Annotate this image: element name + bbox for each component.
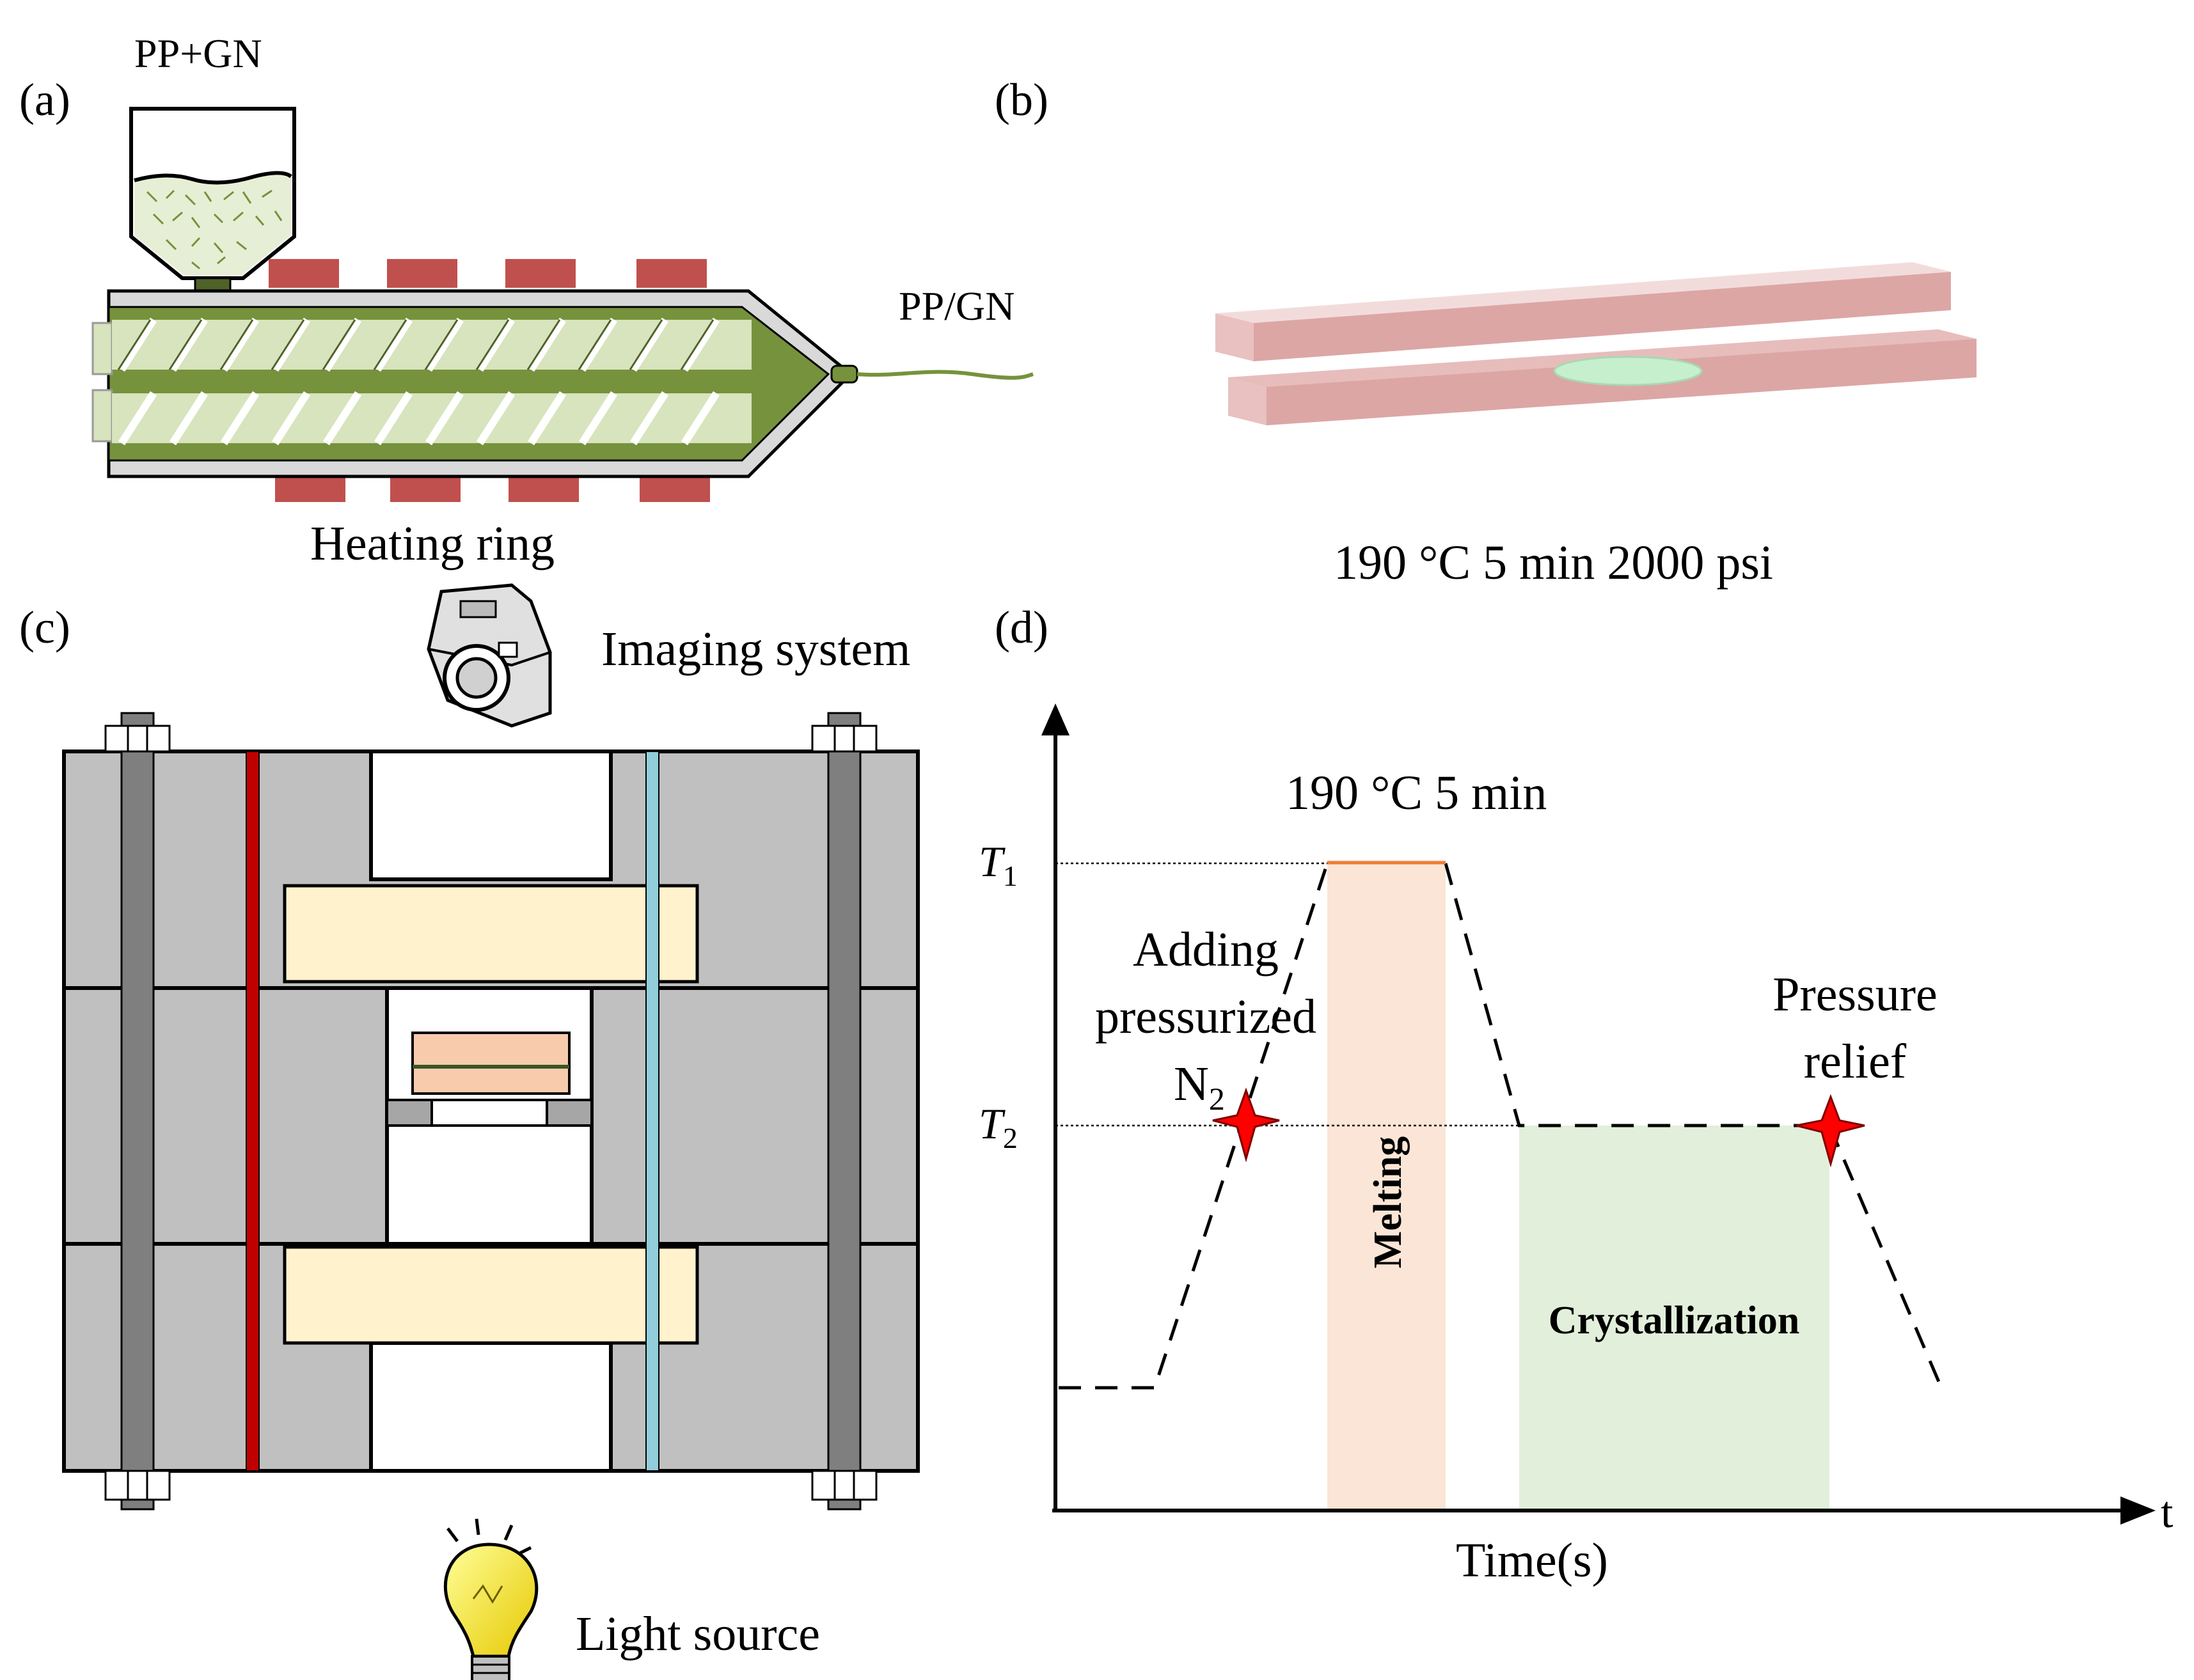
extruder-barrel <box>107 289 1034 478</box>
relief-line2: relief <box>1804 1035 1907 1088</box>
panel-d: (d) T1 T2 190 °C 5 min Adding pressurize… <box>979 602 2174 1587</box>
hold-label: 190 °C 5 min <box>1286 766 1547 820</box>
add-n2-sub: 2 <box>1209 1081 1225 1117</box>
crystallization-label: Crystallization <box>1549 1299 1800 1342</box>
sample-droplet <box>1553 356 1703 386</box>
melting-band <box>1327 860 1446 1509</box>
press-condition-label: 190 °C 5 min 2000 psi <box>1334 536 1773 590</box>
crystallization-band <box>1519 1126 1829 1509</box>
output-label: PP/GN <box>899 283 1014 329</box>
x-axis-label: Time(s) <box>1456 1534 1608 1587</box>
panel-c-label: (c) <box>19 602 70 653</box>
panel-b: (b) 190 °C 5 min 2000 psi <box>995 74 1977 590</box>
camera-label: Imaging system <box>601 622 910 676</box>
relief-line1: Pressure <box>1772 968 1938 1021</box>
add-n2-line1: Adding <box>1133 923 1279 977</box>
panel-b-label: (b) <box>995 74 1048 125</box>
light-label: Light source <box>576 1607 820 1661</box>
panel-d-label: (d) <box>995 602 1048 653</box>
n2-addition-star-icon <box>1212 1087 1280 1163</box>
light-bulb-icon <box>443 1518 539 1680</box>
optical-windows <box>283 884 699 1345</box>
sample-holder <box>386 1032 593 1127</box>
upper-plate <box>1215 262 1951 361</box>
twin-screws <box>91 317 752 446</box>
heater-label: Heating ring <box>310 517 555 570</box>
thermocouple-rod <box>645 751 659 1472</box>
tie-bolts <box>104 712 878 1511</box>
axes <box>1041 703 2156 1525</box>
y-tick-t2-sub: 2 <box>1003 1122 1018 1154</box>
melting-label: Melting <box>1366 1136 1410 1269</box>
y-tick-t1-sub: 1 <box>1003 860 1018 892</box>
pressure-relief-star-icon <box>1795 1094 1865 1168</box>
y-tick-t2: T2 <box>979 1099 1018 1154</box>
add-n2-line2: pressurized <box>1095 990 1316 1044</box>
y-tick-t1: T1 <box>979 837 1018 892</box>
panel-a-label: (a) <box>19 74 70 125</box>
panel-a: (a) PP+GN <box>19 31 1034 570</box>
heating-rod <box>246 751 260 1472</box>
feed-label: PP+GN <box>134 31 262 76</box>
camera-icon <box>427 583 552 728</box>
x-axis-end-label: t <box>2161 1488 2174 1537</box>
panel-c: (c) Imaging system <box>19 583 920 1680</box>
heater-blocks-top <box>269 259 707 288</box>
add-n2-line3: N2 <box>1174 1057 1225 1117</box>
hopper <box>129 107 296 318</box>
